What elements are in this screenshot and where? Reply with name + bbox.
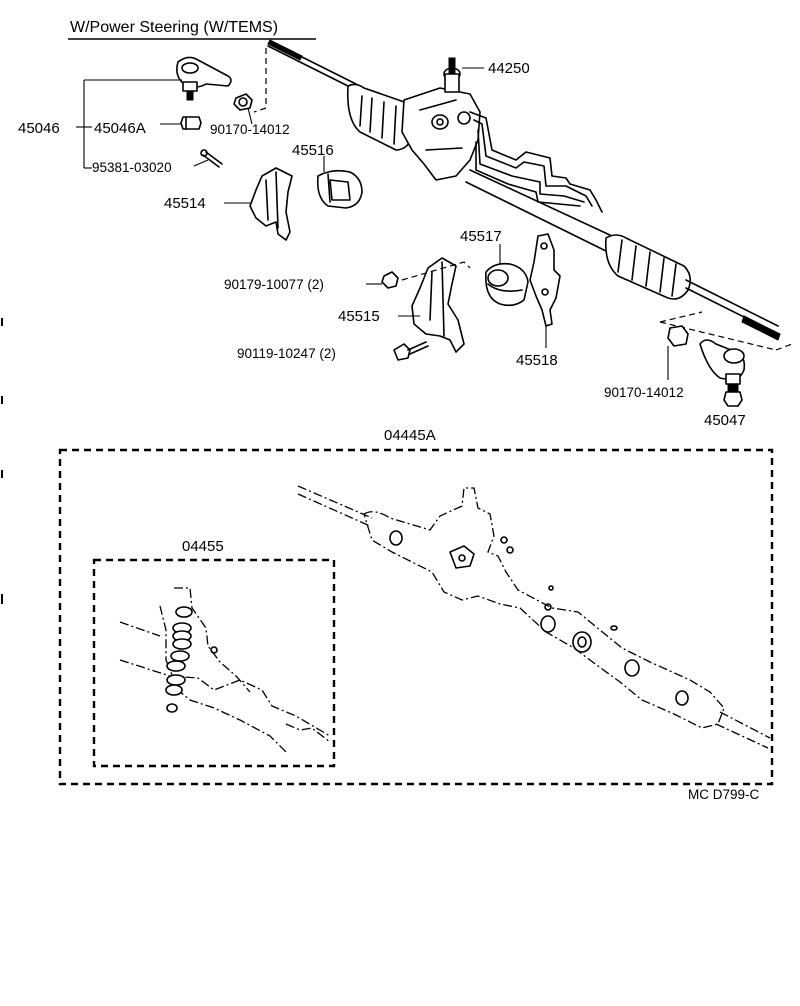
label-90170-right: 90170-14012 xyxy=(604,385,684,400)
label-90179: 90179-10077 (2) xyxy=(224,277,324,292)
tie-rod-end-left[interactable] xyxy=(176,56,232,101)
bracket-45515[interactable] xyxy=(411,257,465,353)
bushing-45516[interactable] xyxy=(316,169,363,209)
label-90170-top: 90170-14012 xyxy=(210,122,290,137)
label-45516: 45516 xyxy=(292,142,334,159)
grommet-45517[interactable] xyxy=(484,262,529,307)
kit-box-04455 xyxy=(92,558,336,768)
label-90119: 90119-10247 (2) xyxy=(237,346,336,361)
nut-90179[interactable] xyxy=(381,271,399,289)
leader-lines-45046 xyxy=(76,79,253,169)
label-45514: 45514 xyxy=(164,195,206,212)
rod-end-bracket-left xyxy=(253,48,267,113)
label-kit-04455: 04455 xyxy=(182,538,224,555)
bracket-guide-line xyxy=(401,261,471,281)
diagram-code: MC D799-C xyxy=(688,787,760,802)
rod-end-bracket-right xyxy=(659,311,793,351)
label-45518: 45518 xyxy=(516,352,558,369)
label-45517: 45517 xyxy=(460,228,502,245)
steering-gear-assembly[interactable] xyxy=(267,39,781,341)
tie-rod-end-right[interactable] xyxy=(699,339,746,407)
bolt-90119[interactable] xyxy=(393,341,429,361)
kit-seal-kit-outline[interactable] xyxy=(119,587,331,753)
bracket-45514[interactable] xyxy=(249,167,293,241)
label-45515: 45515 xyxy=(338,308,380,325)
label-kit-04445A: 04445A xyxy=(384,427,436,444)
label-44250: 44250 xyxy=(488,60,530,77)
kit-rack-outline[interactable] xyxy=(297,485,771,749)
nut-45046A[interactable] xyxy=(180,116,202,130)
kit-box-04445A xyxy=(58,448,774,786)
lock-nut-90170-top[interactable] xyxy=(233,93,253,111)
plate-45518[interactable] xyxy=(529,233,561,327)
diagram-title: W/Power Steering (W/TEMS) xyxy=(68,19,316,40)
lock-nut-90170-right[interactable] xyxy=(667,325,689,347)
label-45047: 45047 xyxy=(704,412,746,429)
cotter-pin-95381[interactable] xyxy=(200,149,223,168)
title-text: W/Power Steering (W/TEMS) xyxy=(70,19,278,36)
label-45046A: 45046A xyxy=(94,120,146,137)
label-95381: 95381-03020 xyxy=(92,160,172,175)
label-45046: 45046 xyxy=(18,120,60,137)
